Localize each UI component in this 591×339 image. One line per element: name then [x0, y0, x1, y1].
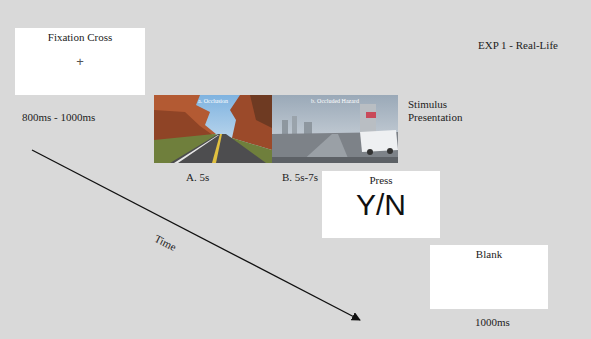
duration-label: B. 5s-7s — [282, 171, 318, 184]
stage-label: Blank — [476, 248, 502, 261]
fixation-box: + Fixation Cross — [15, 28, 145, 95]
fixation-cross: + — [76, 54, 84, 69]
duration-label: 1000ms — [475, 316, 510, 329]
experiment-title: EXP 1 - Real-Life — [478, 39, 558, 52]
image-caption: b. Occluded Hazard — [311, 98, 359, 105]
response-box: Y/NPress — [322, 171, 440, 238]
stimulus-image: b. Occluded Hazard — [272, 95, 398, 163]
response-panel — [322, 171, 440, 238]
stimulus-image: a. Occlusion — [154, 95, 272, 163]
stage-label: Stimulus Presentation — [408, 98, 472, 124]
stage-label: Press — [369, 174, 392, 187]
duration-label: 800ms - 1000ms — [22, 111, 95, 124]
blank-box: Blank — [430, 245, 548, 309]
response-keys: Y/N — [356, 187, 406, 222]
dashcam-photo — [272, 95, 398, 163]
duration-label: A. 5s — [186, 171, 209, 184]
blank-panel — [430, 245, 548, 309]
stage-label: Fixation Cross — [48, 31, 112, 44]
image-caption: a. Occlusion — [198, 98, 228, 105]
desert-road-photo — [154, 95, 272, 163]
axis-label: Time — [152, 232, 178, 254]
time-arrow — [32, 150, 360, 320]
fixation-panel — [15, 28, 145, 95]
